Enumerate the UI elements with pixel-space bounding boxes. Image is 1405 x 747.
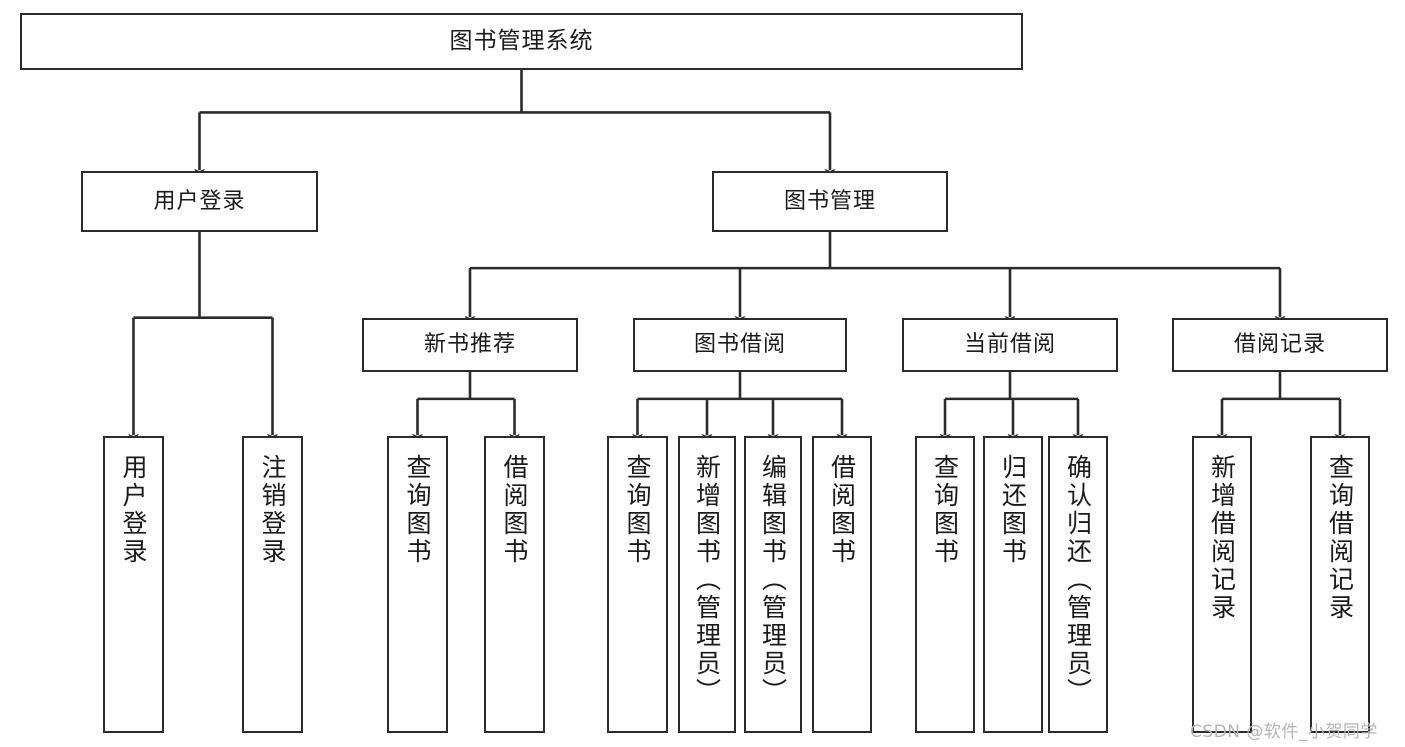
- node-leaf_login[interactable]: 用户登录: [103, 436, 164, 733]
- node-leaf_bbook1[interactable]: 借阅图书: [484, 436, 545, 733]
- node-label: 借阅图书: [500, 454, 529, 566]
- node-label: 查询借阅记录: [1325, 454, 1355, 622]
- node-label: 用户登录: [153, 188, 246, 214]
- node-label: 图书管理系统: [449, 27, 594, 54]
- node-leaf_logout[interactable]: 注销登录: [242, 436, 303, 733]
- node-user_login[interactable]: 用户登录: [81, 171, 318, 232]
- node-label: 图书管理: [783, 188, 876, 214]
- node-label: 借阅记录: [1233, 332, 1326, 358]
- node-label: 查询图书: [623, 454, 652, 566]
- node-label: 当前借阅: [963, 332, 1056, 358]
- node-leaf_confirm[interactable]: 确认归还（管理员）: [1048, 436, 1108, 733]
- node-label: 借阅图书: [827, 454, 857, 566]
- node-label: 新增借阅记录: [1207, 454, 1237, 622]
- node-label: 查询图书: [930, 454, 960, 566]
- node-label: 查询图书: [403, 454, 432, 566]
- node-label: 新书推荐: [423, 332, 516, 358]
- node-label: 新增图书（管理员）: [692, 454, 722, 706]
- node-label: 归还图书: [998, 454, 1028, 566]
- node-label: 用户登录: [119, 454, 148, 566]
- node-leaf_qlog[interactable]: 查询借阅记录: [1310, 436, 1370, 733]
- node-label: 编辑图书（管理员）: [758, 454, 788, 706]
- node-leaf_addbook[interactable]: 新增图书（管理员）: [678, 436, 736, 733]
- node-cur_borrow[interactable]: 当前借阅: [902, 318, 1118, 372]
- node-leaf_editbook[interactable]: 编辑图书（管理员）: [744, 436, 802, 733]
- node-new_rec[interactable]: 新书推荐: [362, 318, 578, 372]
- node-label: 图书借阅: [693, 332, 786, 358]
- node-book_manage[interactable]: 图书管理: [712, 171, 948, 232]
- node-label: 确认归还（管理员）: [1063, 454, 1093, 706]
- node-leaf_return[interactable]: 归还图书: [983, 436, 1043, 733]
- node-leaf_bbook2[interactable]: 借阅图书: [812, 436, 872, 733]
- node-root[interactable]: 图书管理系统: [20, 13, 1023, 70]
- node-book_borrow[interactable]: 图书借阅: [633, 318, 847, 372]
- node-label: 注销登录: [258, 454, 287, 566]
- node-borrow_log[interactable]: 借阅记录: [1172, 318, 1388, 372]
- node-leaf_qbook3[interactable]: 查询图书: [915, 436, 975, 733]
- node-leaf_qbook2[interactable]: 查询图书: [607, 436, 668, 733]
- node-leaf_addlog[interactable]: 新增借阅记录: [1192, 436, 1252, 733]
- node-leaf_qbook1[interactable]: 查询图书: [387, 436, 448, 733]
- csdn-watermark: CSDN @软件_小贺同学: [1190, 722, 1378, 742]
